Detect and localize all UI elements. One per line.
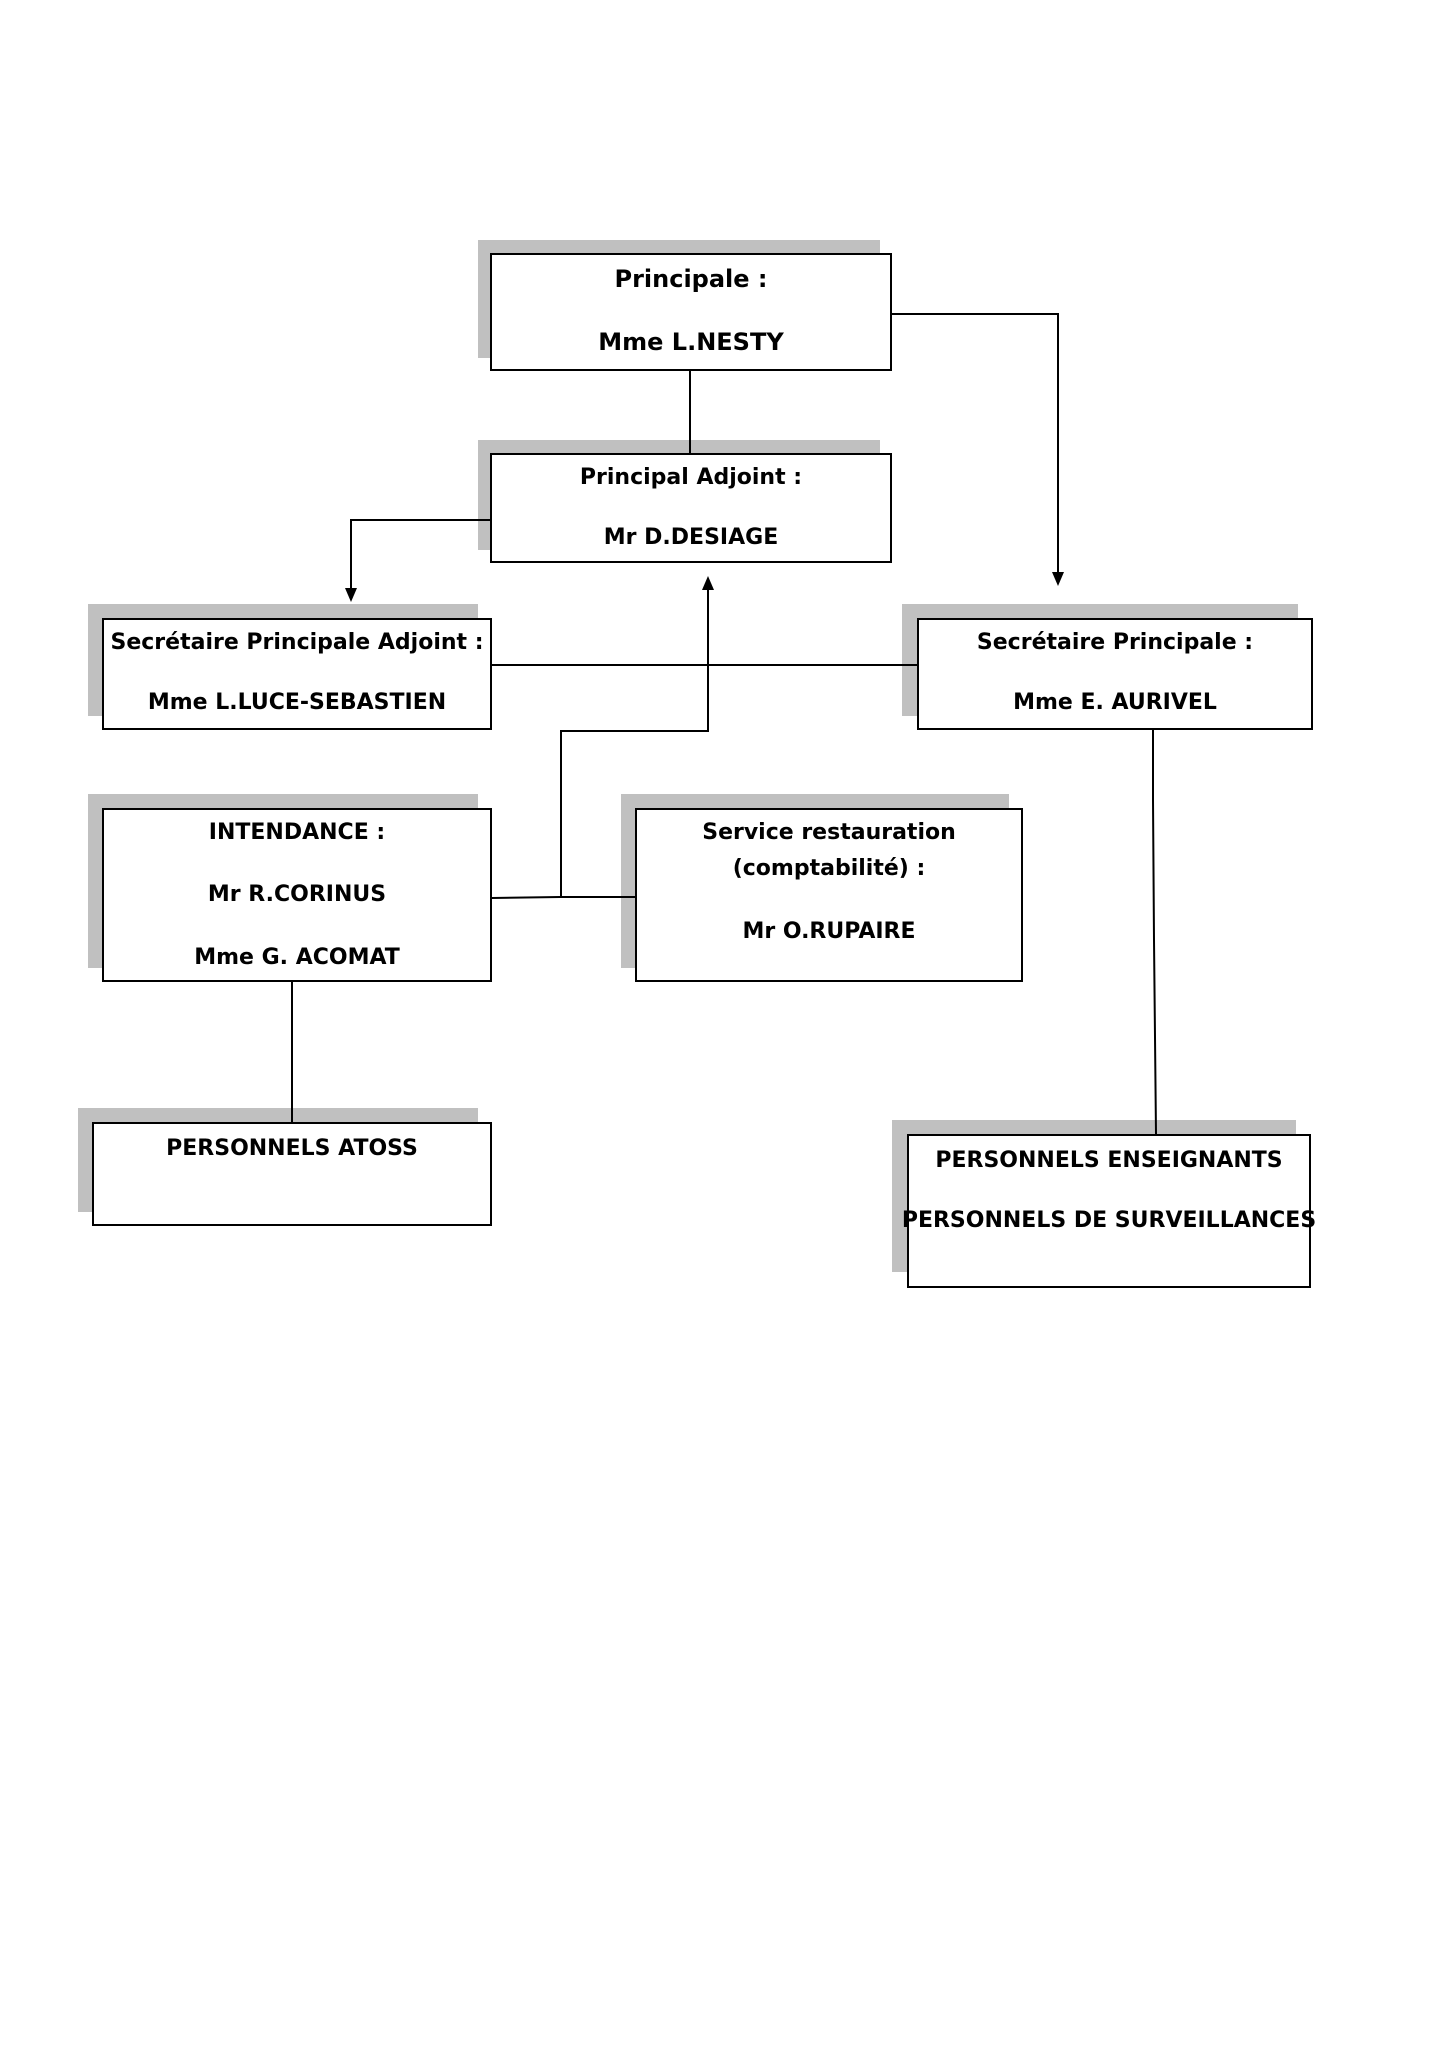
arrow-secretaire-adjoint bbox=[345, 588, 357, 602]
node-intendance: INTENDANCE : Mr R.CORINUS Mme G. ACOMAT bbox=[102, 808, 492, 982]
node-enseignants-line2: PERSONNELS DE SURVEILLANCES bbox=[901, 1208, 1317, 1234]
node-principal-adjoint-title: Principal Adjoint : bbox=[579, 465, 803, 490]
node-atoss: PERSONNELS ATOSS bbox=[92, 1122, 492, 1226]
node-principale-name: Mme L.NESTY bbox=[598, 327, 784, 356]
node-principal-adjoint-name: Mr D.DESIAGE bbox=[603, 525, 779, 551]
node-secretaire-principale-title: Secrétaire Principale : bbox=[976, 630, 1254, 655]
link-secretaire-enseignants bbox=[1152, 730, 1157, 1135]
node-restauration-name: Mr O.RUPAIRE bbox=[742, 918, 916, 944]
node-principale: Principale : Mme L.NESTY bbox=[490, 253, 892, 371]
node-enseignants: PERSONNELS ENSEIGNANTS PERSONNELS DE SUR… bbox=[902, 1134, 1316, 1288]
node-intendance-name1: Mr R.CORINUS bbox=[207, 882, 387, 908]
node-atoss-title: PERSONNELS ATOSS bbox=[166, 1136, 418, 1161]
arrow-secretaire-principale bbox=[1052, 572, 1064, 586]
node-secretaire-adjoint-name: Mme L.LUCE-SEBASTIEN bbox=[147, 690, 447, 716]
node-principale-title: Principale : bbox=[614, 265, 768, 293]
link-intendance-restauration bbox=[491, 896, 635, 899]
node-principal-adjoint: Principal Adjoint : Mr D.DESIAGE bbox=[490, 453, 892, 563]
node-secretaire-principale: Secrétaire Principale : Mme E. AURIVEL bbox=[917, 618, 1313, 730]
node-secretaire-adjoint: Secrétaire Principale Adjoint : Mme L.LU… bbox=[102, 618, 492, 730]
link-principale-secretaire bbox=[892, 313, 1059, 572]
node-intendance-name2: Mme G. ACOMAT bbox=[194, 944, 400, 970]
node-restauration: Service restauration (comptabilité) : Mr… bbox=[635, 808, 1023, 982]
node-secretaire-adjoint-title: Secrétaire Principale Adjoint : bbox=[110, 630, 484, 655]
node-restauration-title1: Service restauration bbox=[702, 820, 956, 845]
node-enseignants-line1: PERSONNELS ENSEIGNANTS bbox=[935, 1148, 1283, 1173]
node-secretaire-principale-name: Mme E. AURIVEL bbox=[1013, 690, 1217, 716]
node-intendance-title: INTENDANCE : bbox=[208, 820, 386, 845]
link-adjoint-secretaire-adjoint bbox=[350, 519, 490, 588]
arrow-principal-adjoint bbox=[702, 576, 714, 590]
node-restauration-title2: (comptabilité) : bbox=[732, 856, 926, 882]
